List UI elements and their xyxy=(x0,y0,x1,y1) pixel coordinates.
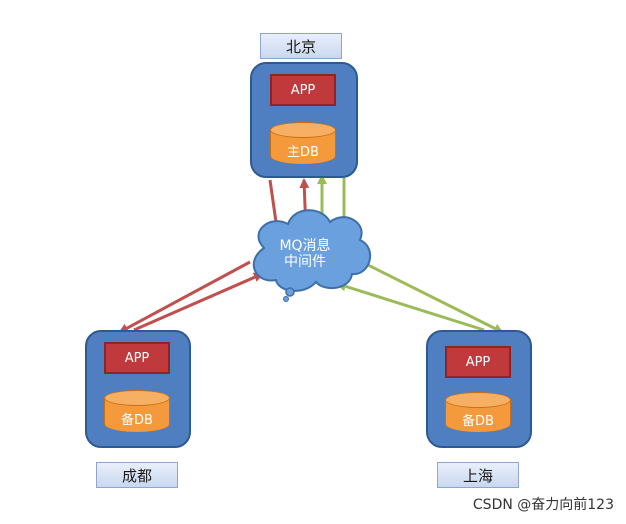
arrow-mq-to-chengdu xyxy=(118,260,251,334)
watermark: CSDN @奋力向前123 xyxy=(472,497,614,513)
chengdu-db: 备DB xyxy=(104,390,170,432)
label-beijing: 北京 xyxy=(260,33,342,59)
beijing-db: 主DB xyxy=(270,122,336,164)
mq-label-line1: MQ消息 xyxy=(279,238,331,254)
mq-cloud xyxy=(252,209,371,302)
label-shanghai: 上海 xyxy=(437,462,519,488)
chengdu-db-label: 备DB xyxy=(121,412,153,428)
beijing-db-label: 主DB xyxy=(287,144,319,160)
node-chengdu: APP 备DB xyxy=(85,330,191,448)
label-chengdu: 成都 xyxy=(96,462,178,488)
mq-label-line2: 中间件 xyxy=(284,254,326,270)
shanghai-app: APP xyxy=(445,346,511,378)
node-beijing: APP 主DB xyxy=(250,62,358,178)
shanghai-db: 备DB xyxy=(445,392,511,432)
node-shanghai: APP 备DB xyxy=(426,330,532,448)
arrow-shanghai-to-mq xyxy=(336,281,485,332)
shanghai-db-label: 备DB xyxy=(462,413,494,429)
beijing-app: APP xyxy=(270,74,336,106)
arrow-chengdu-to-mq xyxy=(133,272,264,332)
mq-label: MQ消息 中间件 xyxy=(260,238,350,270)
chengdu-app: APP xyxy=(104,342,170,374)
arrow-mq-to-shanghai xyxy=(361,260,504,334)
